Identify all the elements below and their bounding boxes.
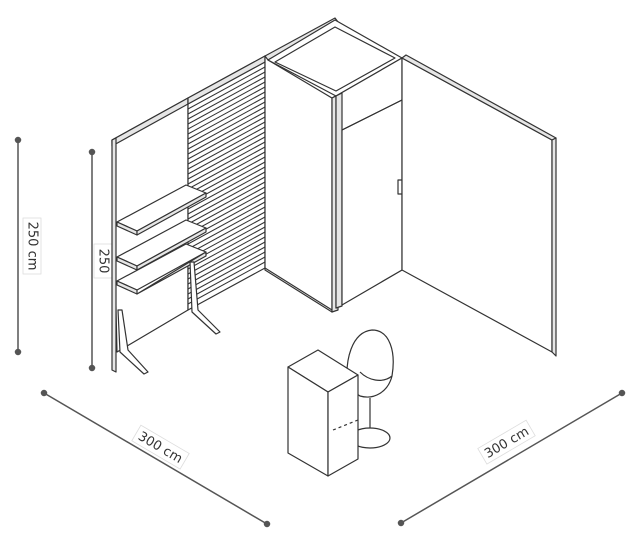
dimension-lines bbox=[14, 136, 626, 528]
storage-door bbox=[341, 99, 403, 306]
outer-height-endpoint-top bbox=[14, 136, 22, 144]
right-width-endpoint-end bbox=[618, 389, 626, 397]
right-width-line bbox=[400, 392, 623, 524]
outer-height-endpoint-bottom bbox=[14, 348, 22, 356]
right-width-endpoint-start bbox=[397, 519, 405, 527]
storage-room-front-wall bbox=[335, 57, 403, 309]
left-width-endpoint-end bbox=[263, 520, 271, 528]
slatwall-panel bbox=[187, 55, 266, 311]
right-wall bbox=[401, 54, 557, 357]
chair bbox=[346, 329, 394, 449]
left-width-endpoint-start bbox=[40, 389, 48, 397]
left-width-line bbox=[43, 392, 268, 525]
counter bbox=[287, 349, 359, 477]
inner-height-endpoint-bottom bbox=[88, 364, 96, 372]
outer-height-label: 250 cm bbox=[25, 222, 40, 271]
inner-height-label: 250 bbox=[96, 249, 111, 274]
shelving-unit bbox=[116, 184, 221, 375]
inner-height-endpoint-top bbox=[88, 148, 96, 156]
